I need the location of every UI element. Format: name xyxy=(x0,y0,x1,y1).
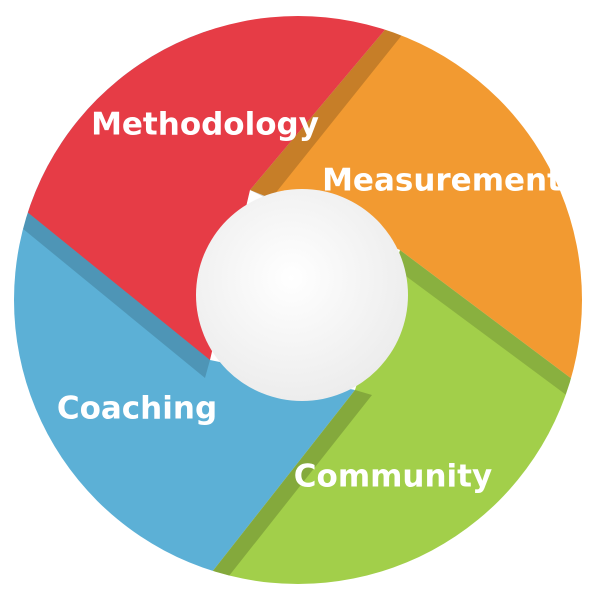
seam-shadow-bottom xyxy=(190,390,372,584)
label-measurement: Measurement xyxy=(322,163,562,199)
seam-shadow-left xyxy=(14,190,210,378)
seam-shadow-right xyxy=(395,250,582,420)
label-coaching: Coaching xyxy=(57,391,217,427)
label-methodology: Methodology xyxy=(91,107,319,143)
label-community: Community xyxy=(294,459,492,495)
seam-shadow-top xyxy=(250,16,430,200)
center-hole xyxy=(196,189,408,401)
